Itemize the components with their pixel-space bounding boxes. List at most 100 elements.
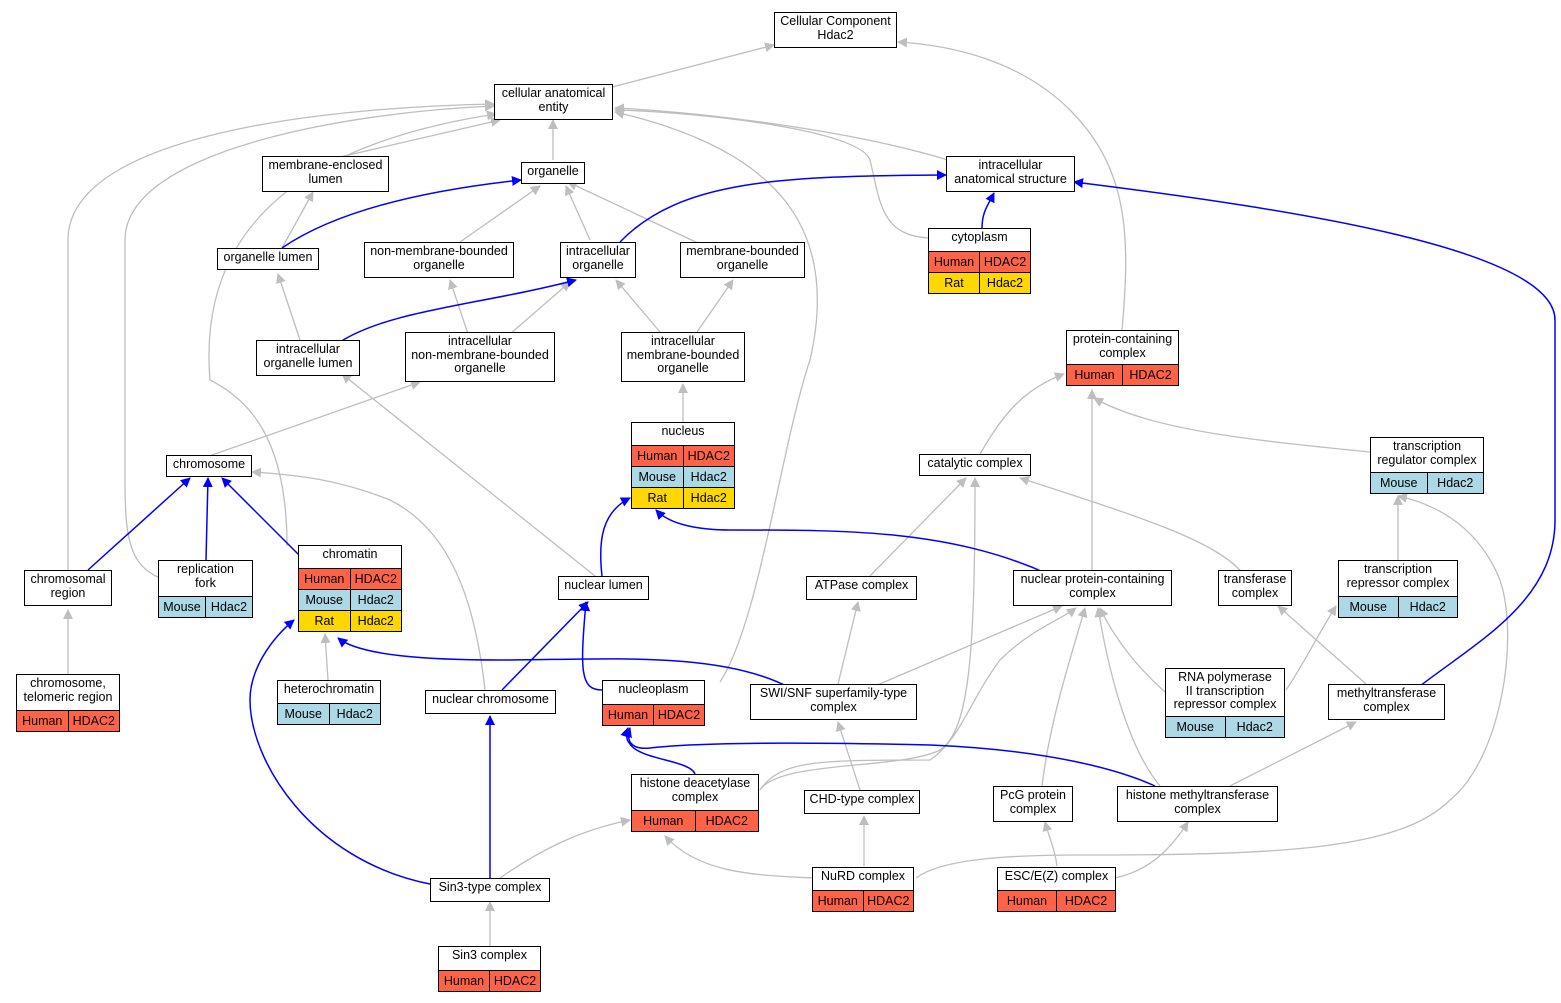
edge-chromosome-inmbo <box>211 380 421 456</box>
node-sin3type[interactable]: Sin3-type complex <box>430 878 550 902</box>
edge-rnapol-trepc <box>1285 605 1337 691</box>
node-nlumen[interactable]: nuclear lumen <box>558 576 649 600</box>
species-name: Mouse <box>1379 476 1418 490</box>
species-name: Human <box>22 714 63 728</box>
gene-symbol: HDAC2 <box>489 971 540 991</box>
edge-chd-swisnf <box>836 721 861 791</box>
node-swisnf[interactable]: SWI/SNF superfamily-type complex <box>750 684 917 720</box>
edge-nucleoplasm-cae <box>614 109 818 683</box>
node-title: chromosome <box>172 457 246 471</box>
edge-iol-io <box>339 277 577 343</box>
node-chd[interactable]: CHD-type complex <box>804 790 920 814</box>
node-cae[interactable]: cellular anatomical entity <box>494 84 613 120</box>
edge-nurd-trc <box>915 493 1509 879</box>
node-mbo[interactable]: membrane-bounded organelle <box>680 242 805 278</box>
species-name: Human <box>643 814 684 828</box>
edge-chrregion-cae <box>67 99 495 570</box>
edge-esc-hmtc <box>1114 821 1189 879</box>
node-title: intracellular non-membrane-bounded organ… <box>411 334 549 375</box>
node-title: intracellular membrane-bounded organelle <box>626 334 740 375</box>
edge-catalytic-pcc <box>979 372 1065 455</box>
node-title: membrane-bounded organelle <box>686 244 799 272</box>
edge-hmtc-nucleoplasm <box>622 727 1156 787</box>
gene-symbol: Hdac2 <box>349 611 402 631</box>
node-chrregion[interactable]: chromosomal region <box>24 570 112 606</box>
node-nmbo[interactable]: non-membrane-bounded organelle <box>364 242 514 278</box>
node-title: nuclear lumen <box>564 578 643 592</box>
node-hmtc[interactable]: histone methyltransferase complex <box>1117 786 1278 822</box>
node-pcg[interactable]: PcG protein complex <box>993 786 1073 822</box>
node-imbo[interactable]: intracellular membrane-bounded organelle <box>621 332 745 382</box>
edge-mtc-transferase <box>1277 605 1367 685</box>
node-io[interactable]: intracellular organelle <box>560 242 636 278</box>
node-title: nuclear protein-containing complex <box>1020 572 1165 600</box>
edge-cytoplasm-cae <box>614 105 929 239</box>
edge-imbo-mbo <box>696 279 734 333</box>
node-nchrom[interactable]: nuclear chromosome <box>425 690 556 714</box>
node-ias[interactable]: intracellular anatomical structure <box>946 156 1075 192</box>
node-title: nucleoplasm <box>618 682 689 696</box>
edge-atpase-catalytic <box>869 477 967 577</box>
node-mtc[interactable]: methyltransferase complex <box>1328 684 1445 720</box>
node-atpase[interactable]: ATPase complex <box>806 576 917 600</box>
node-title: chromosomal region <box>30 572 106 600</box>
edge-cae-cc <box>611 42 775 88</box>
gene-symbol: Hdac2 <box>1426 473 1484 493</box>
node-catalytic[interactable]: catalytic complex <box>919 454 1031 476</box>
edge-trc-pcc <box>1093 397 1371 453</box>
node-npcc[interactable]: nuclear protein-containing complex <box>1013 570 1172 606</box>
edge-mbo-organelle <box>567 181 701 245</box>
node-cc[interactable]: Cellular Component Hdac2 <box>774 12 897 48</box>
edge-hdac-npcc <box>759 607 1077 791</box>
node-olumen[interactable]: organelle lumen <box>217 248 319 270</box>
edge-chrregion-chromosome <box>87 477 191 571</box>
node-iol[interactable]: intracellular organelle lumen <box>256 340 360 376</box>
species-name: Human <box>817 894 858 908</box>
node-inmbo[interactable]: intracellular non-membrane-bounded organ… <box>405 332 555 382</box>
node-mel[interactable]: membrane-enclosed lumen <box>262 156 389 192</box>
node-rnapol[interactable]: RNA polymerase II transcription represso… <box>1165 668 1285 738</box>
node-title: ESC/E(Z) complex <box>1004 869 1109 883</box>
node-title: RNA polymerase II transcription represso… <box>1173 670 1277 711</box>
edge-repfork-cae <box>124 101 495 579</box>
gene-symbol: HDAC2 <box>979 252 1030 272</box>
edge-chromatin-chromosome <box>221 477 301 557</box>
node-title: PcG protein complex <box>999 788 1066 816</box>
node-transferase[interactable]: transferase complex <box>1218 570 1292 606</box>
edge-swisnf-chromatin <box>337 637 791 689</box>
species-name: Human <box>1006 894 1048 908</box>
edge-io-organelle <box>565 185 591 241</box>
node-chromosome[interactable]: chromosome <box>166 455 252 477</box>
species-name: Mouse <box>1176 720 1215 734</box>
node-organelle[interactable]: organelle <box>521 162 585 184</box>
gene-symbol: HDAC2 <box>682 446 735 466</box>
gene-symbol: HDAC2 <box>862 891 914 911</box>
edge-nmbo-organelle <box>459 185 541 243</box>
node-title: transcription regulator complex <box>1377 439 1477 467</box>
node-title: membrane-enclosed lumen <box>268 158 383 186</box>
edge-swisnf-atpase <box>837 601 861 685</box>
